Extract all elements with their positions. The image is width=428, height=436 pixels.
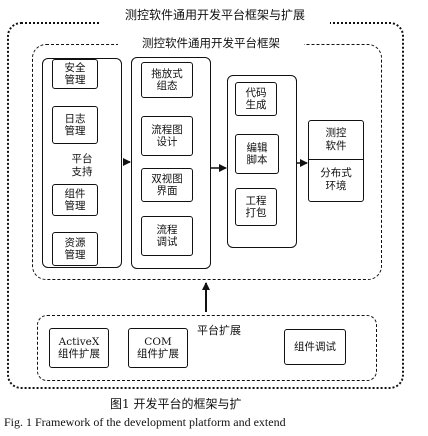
distributed-env-text: 分布式 环境 <box>320 167 352 192</box>
activex-extension-label: ActiveX 组件扩展 <box>58 336 100 360</box>
drag-drop-config-label: 拖放式 组态 <box>151 68 183 92</box>
platform-support-label: 平台 支持 <box>62 152 102 182</box>
security-management-box: 安全 管理 <box>52 59 98 89</box>
flow-debug-box: 流程 调试 <box>141 216 193 256</box>
design-group <box>131 57 211 269</box>
mc-software-text: 测控 软件 <box>325 127 347 152</box>
log-management-box: 日志 管理 <box>52 106 98 144</box>
component-debug-box: 组件调试 <box>284 329 346 365</box>
component-management-box: 组件 管理 <box>52 184 98 216</box>
component-debug-label: 组件调试 <box>294 341 336 353</box>
com-extension-box: COM 组件扩展 <box>128 328 188 368</box>
platform-support-text: 平台 支持 <box>71 153 93 178</box>
edit-script-box: 编辑 脚本 <box>235 134 279 174</box>
project-packaging-box: 工程 打包 <box>235 188 277 226</box>
flowchart-design-box: 流程图 设计 <box>141 116 193 156</box>
caption-en: Fig. 1 Framework of the development plat… <box>4 415 286 429</box>
mc-software-label: 测控 软件 <box>310 126 362 154</box>
target-divider <box>308 159 364 160</box>
distributed-env-label: 分布式 环境 <box>310 166 362 194</box>
code-generation-box: 代码 生成 <box>235 82 277 116</box>
component-management-label: 组件 管理 <box>64 188 86 212</box>
generate-group <box>227 75 297 248</box>
outer-title: 测控软件通用开发平台框架与扩展 <box>100 9 330 24</box>
target-box <box>308 120 364 202</box>
project-packaging-label: 工程 打包 <box>245 195 267 219</box>
dual-view-ui-box: 双视图 界面 <box>141 168 193 202</box>
com-extension-label: COM 组件扩展 <box>137 336 179 360</box>
caption-cn: 图1 开发平台的框架与扩 <box>110 397 242 411</box>
edit-script-label: 编辑 脚本 <box>246 142 268 166</box>
activex-extension-box: ActiveX 组件扩展 <box>49 328 109 368</box>
flow-debug-label: 流程 调试 <box>156 224 178 248</box>
security-management-label: 安全 管理 <box>64 62 86 86</box>
inner-title: 测控软件通用开发平台框架 <box>118 37 304 51</box>
code-generation-label: 代码 生成 <box>245 87 267 111</box>
platform-extension-label: 平台扩展 <box>197 324 241 337</box>
drag-drop-config-box: 拖放式 组态 <box>141 62 193 98</box>
resource-management-box: 资源 管理 <box>52 232 98 266</box>
platform-support-group <box>42 58 122 268</box>
log-management-label: 日志 管理 <box>64 113 86 137</box>
flowchart-design-label: 流程图 设计 <box>151 124 183 148</box>
dual-view-ui-label: 双视图 界面 <box>151 173 183 197</box>
platform-extension-group <box>37 315 377 381</box>
resource-management-label: 资源 管理 <box>64 237 86 261</box>
